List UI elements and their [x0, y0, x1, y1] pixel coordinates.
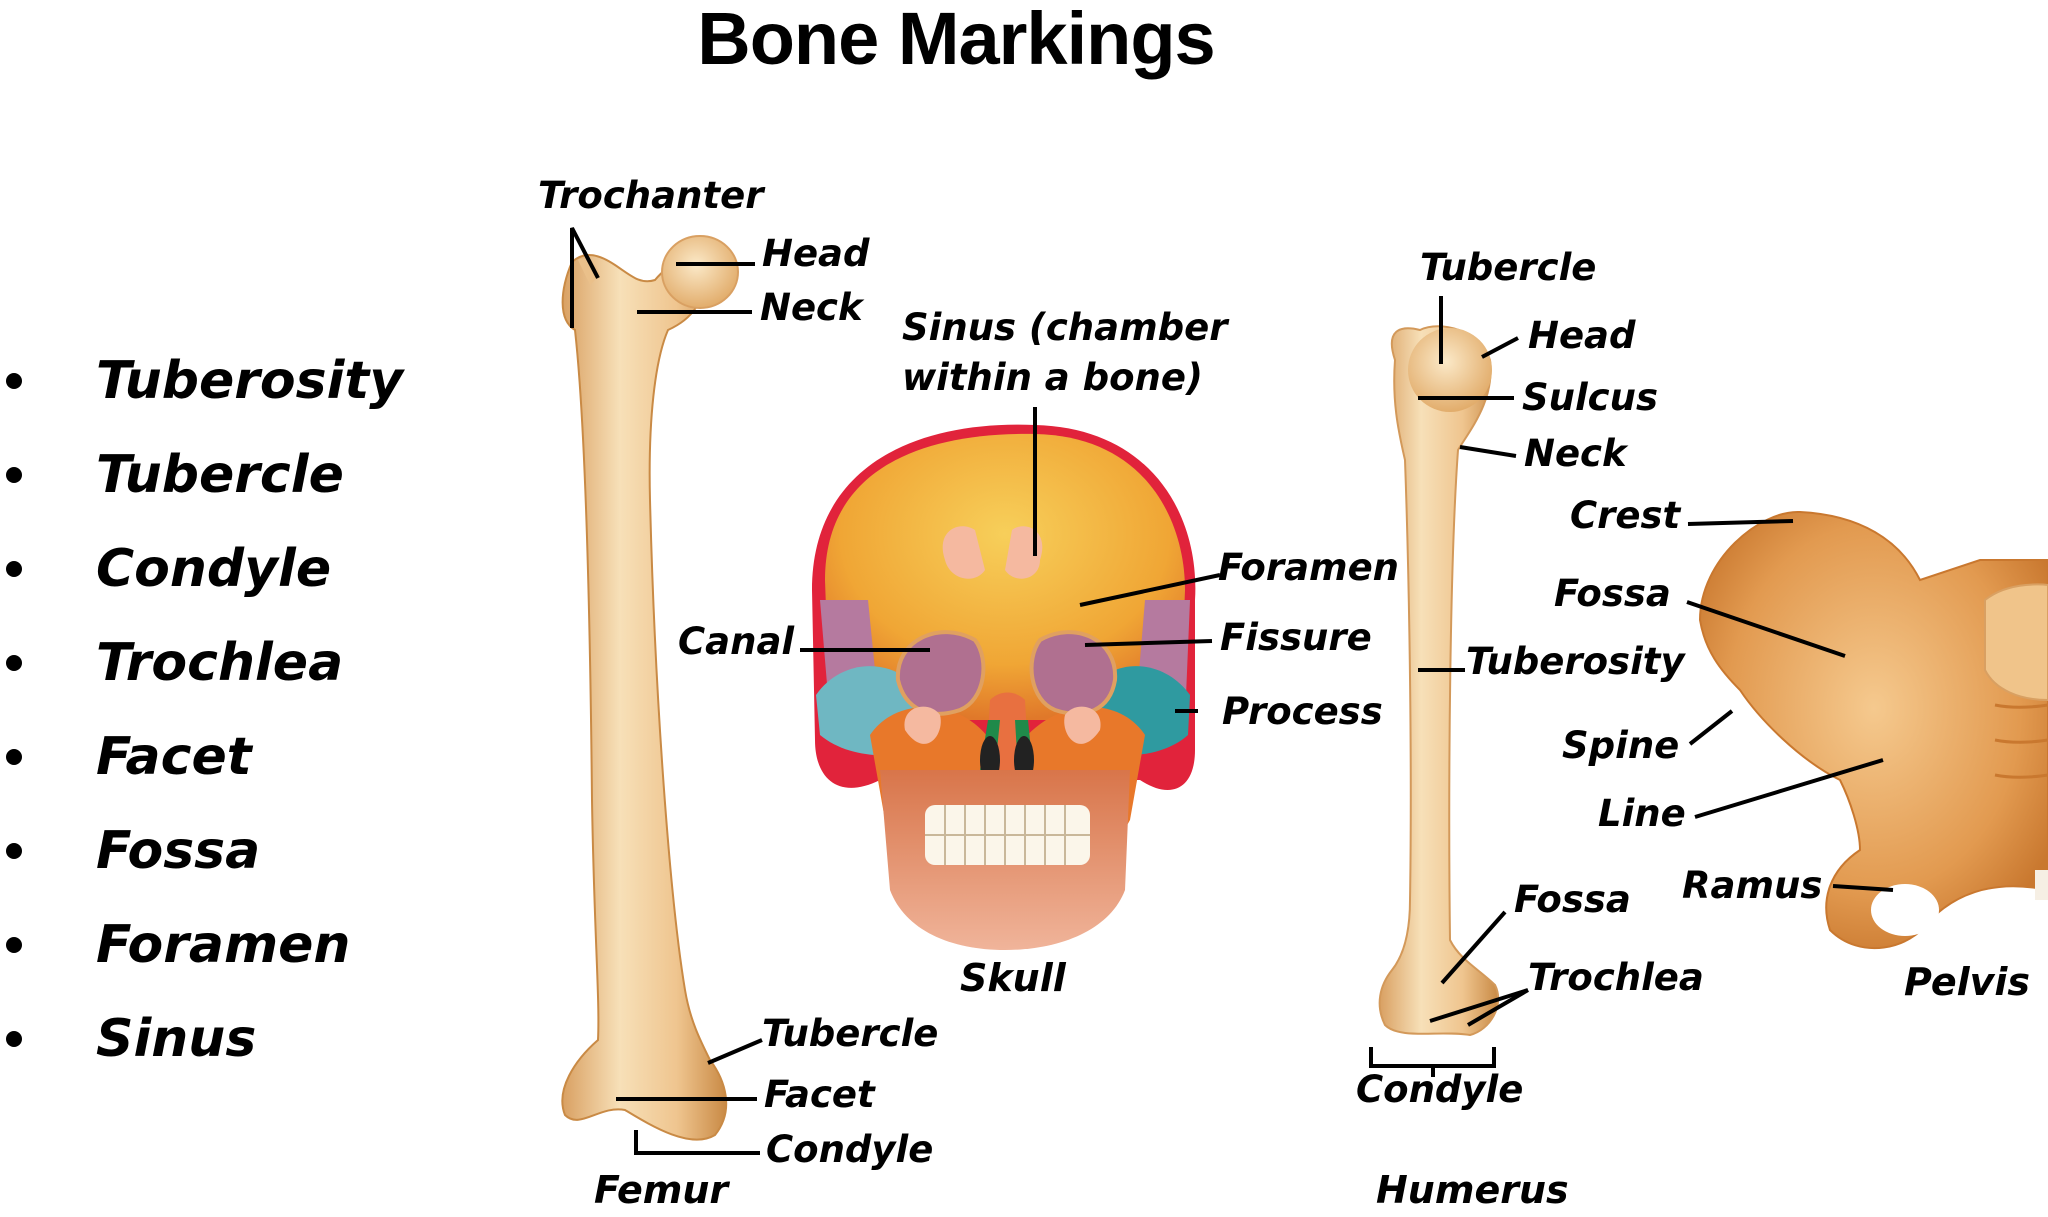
- humerus-label-tubercle: Tubercle: [1420, 246, 1597, 289]
- term-label: Tubercle: [96, 445, 344, 505]
- humerus-label-trochlea: Trochlea: [1528, 956, 1704, 999]
- pelvis-leader-lines: [1686, 519, 1894, 892]
- term-label: Tuberosity: [96, 351, 404, 411]
- pelvis-label-line: Line: [1598, 792, 1686, 835]
- bullet-icon: [6, 937, 22, 953]
- bullet-icon: [6, 1031, 22, 1047]
- humerus-label-fossa: Fossa: [1514, 878, 1631, 921]
- pelvis-label-spine: Spine: [1562, 724, 1680, 767]
- skull-label-fissure: Fissure: [1220, 616, 1372, 659]
- term-label: Foramen: [96, 915, 351, 975]
- humerus-label-condyle: Condyle: [1356, 1068, 1524, 1111]
- humerus-caption: Humerus: [1376, 1168, 1569, 1212]
- term-label: Condyle: [96, 539, 332, 599]
- pelvis-label-fossa: Fossa: [1554, 572, 1671, 615]
- skull-label-sinus-line1: Sinus (chamber: [902, 306, 1228, 349]
- femur-label-neck: Neck: [760, 286, 863, 329]
- skull-label-sinus-line2: within a bone): [902, 356, 1203, 399]
- skull-label-canal: Canal: [678, 620, 795, 663]
- humerus-leader-lines: [1369, 296, 1530, 1077]
- page-title: Bone Markings: [697, 0, 1215, 80]
- term-label: Trochlea: [96, 633, 344, 693]
- femur-label-tubercle: Tubercle: [762, 1012, 939, 1055]
- bullet-icon: [6, 655, 22, 671]
- femur-label-facet: Facet: [764, 1073, 875, 1116]
- skull-illustration: [812, 424, 1196, 950]
- pelvis-label-crest: Crest: [1570, 494, 1681, 537]
- skull-caption: Skull: [960, 956, 1066, 1000]
- femur-label-condyle: Condyle: [766, 1128, 934, 1171]
- femur-label-head: Head: [762, 232, 870, 275]
- femur-caption: Femur: [594, 1168, 729, 1212]
- bullet-icon: [6, 467, 22, 483]
- humerus-label-head: Head: [1528, 314, 1636, 357]
- humerus-label-tuberosity: Tuberosity: [1466, 640, 1685, 683]
- skull-label-process: Process: [1222, 690, 1383, 733]
- humerus-label-sulcus: Sulcus: [1522, 376, 1658, 419]
- bullet-icon: [6, 561, 22, 577]
- term-label: Facet: [96, 727, 252, 787]
- bullet-icon: [6, 843, 22, 859]
- bullet-icon: [6, 749, 22, 765]
- pelvis-label-ramus: Ramus: [1682, 864, 1823, 907]
- femur-illustration: [561, 235, 739, 1141]
- term-label: Fossa: [96, 821, 261, 881]
- term-label: Sinus: [96, 1009, 257, 1069]
- femur-label-trochanter: Trochanter: [538, 174, 764, 217]
- skull-label-foramen: Foramen: [1218, 546, 1400, 589]
- skull-leader-lines: [800, 407, 1221, 713]
- bullet-icon: [6, 373, 22, 389]
- pelvis-illustration: [1698, 510, 2048, 950]
- pelvis-caption: Pelvis: [1904, 960, 2031, 1004]
- femur-leader-lines: [570, 227, 763, 1155]
- humerus-label-neck: Neck: [1524, 432, 1627, 475]
